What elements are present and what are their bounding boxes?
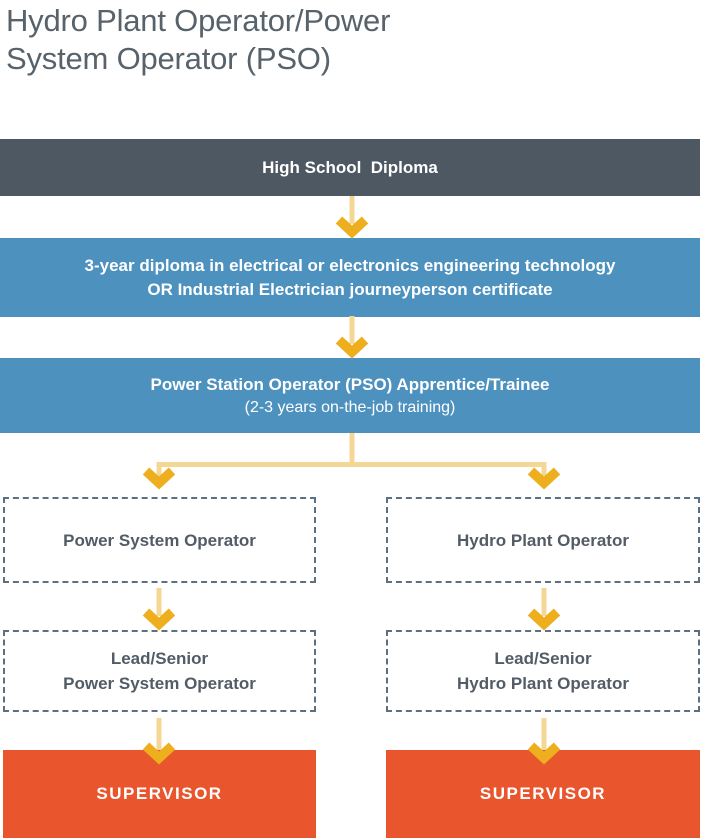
role-lead-senior-hydro-plant-operator: Lead/Senior Hydro Plant Operator <box>386 630 700 712</box>
page-title: Hydro Plant Operator/Power System Operat… <box>6 2 390 78</box>
page-title-line-2: System Operator (PSO) <box>6 41 331 76</box>
branch-split-connector-icon <box>142 433 561 490</box>
role-lead-senior-power-system-operator: Lead/Senior Power System Operator <box>3 630 316 712</box>
role-label: Power System Operator <box>63 530 256 550</box>
down-arrow-icon <box>335 196 369 239</box>
role-hydro-plant-operator: Hydro Plant Operator <box>386 497 700 583</box>
stage-label: High School Diploma <box>262 157 438 177</box>
role-label: Hydro Plant Operator <box>457 530 629 550</box>
page-title-line-1: Hydro Plant Operator/Power <box>6 3 391 38</box>
down-arrow-icon <box>142 588 176 631</box>
supervisor-box-left: SUPERVISOR <box>3 750 316 838</box>
supervisor-box-right: SUPERVISOR <box>386 750 700 838</box>
down-arrow-icon <box>527 718 561 765</box>
stage-label-line-1: 3-year diploma in electrical or electron… <box>84 255 616 275</box>
stage-pso-apprentice: Power Station Operator (PSO) Apprentice/… <box>0 358 700 433</box>
role-label-line-2: Hydro Plant Operator <box>457 674 629 693</box>
role-label-line-2: Power System Operator <box>63 674 256 693</box>
role-label-line-1: Lead/Senior <box>110 649 209 668</box>
down-arrow-icon <box>335 316 369 359</box>
stage-3-year-diploma: 3-year diploma in electrical or electron… <box>0 238 700 317</box>
stage-high-school-diploma: High School Diploma <box>0 139 700 196</box>
role-power-system-operator: Power System Operator <box>3 497 316 583</box>
down-arrow-icon <box>142 718 176 765</box>
down-arrow-icon <box>527 588 561 631</box>
stage-label-line-2: (2-3 years on-the-job training) <box>244 398 456 416</box>
stage-label-line-1: Power Station Operator (PSO) Apprentice/… <box>150 374 550 394</box>
supervisor-label: SUPERVISOR <box>479 784 607 803</box>
supervisor-label: SUPERVISOR <box>96 784 223 803</box>
stage-label-line-2: OR Industrial Electrician journeyperson … <box>147 279 553 299</box>
role-label-line-1: Lead/Senior <box>494 649 592 668</box>
